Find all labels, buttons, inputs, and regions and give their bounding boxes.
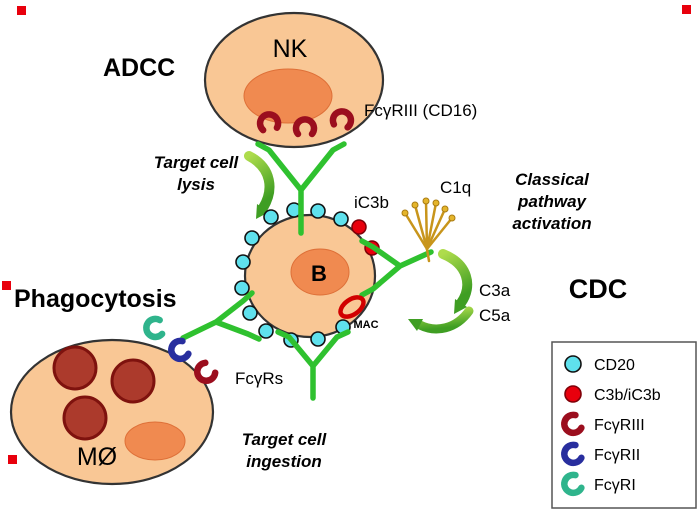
c1q-label: C1q	[440, 178, 471, 197]
legend-swatch-c3b	[564, 385, 582, 403]
red-marker-top-right	[682, 5, 691, 14]
classical-label-line2: pathway	[517, 192, 588, 211]
fcgriii-receptor-icon	[194, 359, 219, 384]
cd20-icon	[258, 323, 274, 339]
macrophage-cell: MØ	[9, 338, 215, 486]
red-marker-bottom-left	[8, 455, 17, 464]
classical-label-line3: activation	[512, 214, 591, 233]
ingested-cell-icon	[110, 358, 156, 404]
cd20-icon	[333, 211, 349, 227]
legend-swatch-cd20	[564, 355, 582, 373]
red-marker-top-left	[17, 6, 26, 15]
legend-swatch-fcgriii	[561, 411, 585, 437]
antibody-c1q	[359, 238, 434, 298]
legend: CD20 C3b/iC3b FcγRIII FcγRII FcγRI	[551, 341, 697, 509]
macrophage-nucleus	[124, 421, 186, 461]
ingestion-label-line1: Target cell	[242, 430, 328, 449]
legend-label-cd20: CD20	[594, 357, 635, 374]
phagocytosis-label: Phagocytosis	[14, 285, 177, 313]
cd20-icon	[235, 254, 251, 270]
red-marker-mid-left	[2, 281, 11, 290]
legend-label-fcgri: FcγRI	[594, 477, 636, 494]
fcgri-receptor-icon	[143, 315, 166, 341]
antibody-bottom	[275, 329, 351, 401]
cd20-molecules	[234, 202, 351, 348]
ingested-cell-icon	[62, 395, 108, 441]
antibody-macrophage	[180, 290, 262, 342]
cd20-icon	[234, 280, 250, 296]
legend-label-c3b: C3b/iC3b	[594, 387, 661, 404]
lysis-label-line2: lysis	[177, 175, 215, 194]
b-label: B	[311, 261, 327, 286]
cd20-icon	[263, 209, 279, 225]
cd20-icon	[244, 230, 260, 246]
lysis-label-line1: Target cell	[154, 153, 240, 172]
mac-label: MAC	[353, 319, 378, 331]
legend-label-fcgriii: FcγRIII	[594, 417, 645, 434]
mac-pore-icon	[338, 295, 366, 319]
fcgrs-label: FcγRs	[235, 369, 283, 388]
b-nucleus	[290, 248, 350, 296]
cd20-icon	[310, 203, 326, 219]
complement-arrow-back	[408, 306, 474, 334]
cd20-icon	[242, 305, 258, 321]
fcgrii-receptor-icon	[168, 337, 192, 363]
classical-label-line1: Classical	[515, 170, 590, 189]
nk-nucleus	[243, 68, 333, 124]
complement-arrow-down	[438, 249, 473, 314]
ingested-cell-icon	[52, 345, 98, 391]
fcgriii-receptor-icon	[256, 111, 282, 134]
adcc-label: ADCC	[103, 54, 175, 82]
ingestion-label-line2: ingestion	[246, 452, 322, 471]
fcgriii-cd16-label: FcγRIII (CD16)	[364, 101, 477, 120]
c5a-label: C5a	[479, 306, 511, 325]
antibody-nk	[255, 141, 347, 236]
legend-swatch-fcgrii	[561, 441, 585, 467]
macrophage-label: MØ	[77, 443, 117, 471]
c3a-label: C3a	[479, 281, 511, 300]
legend-label-fcgrii: FcγRII	[594, 447, 640, 464]
ic3b-label: iC3b	[354, 193, 389, 212]
cdc-label: CDC	[569, 274, 628, 304]
fcgriii-receptor-icon	[292, 116, 318, 138]
cd20-icon	[310, 331, 326, 347]
nk-label: NK	[273, 35, 308, 63]
c1q-complex	[401, 197, 456, 263]
legend-swatch-fcgri	[561, 471, 585, 497]
ic3b-molecule-icon	[351, 219, 367, 235]
lysis-arrow	[244, 151, 275, 219]
fcgriii-receptor-icon	[329, 108, 355, 131]
